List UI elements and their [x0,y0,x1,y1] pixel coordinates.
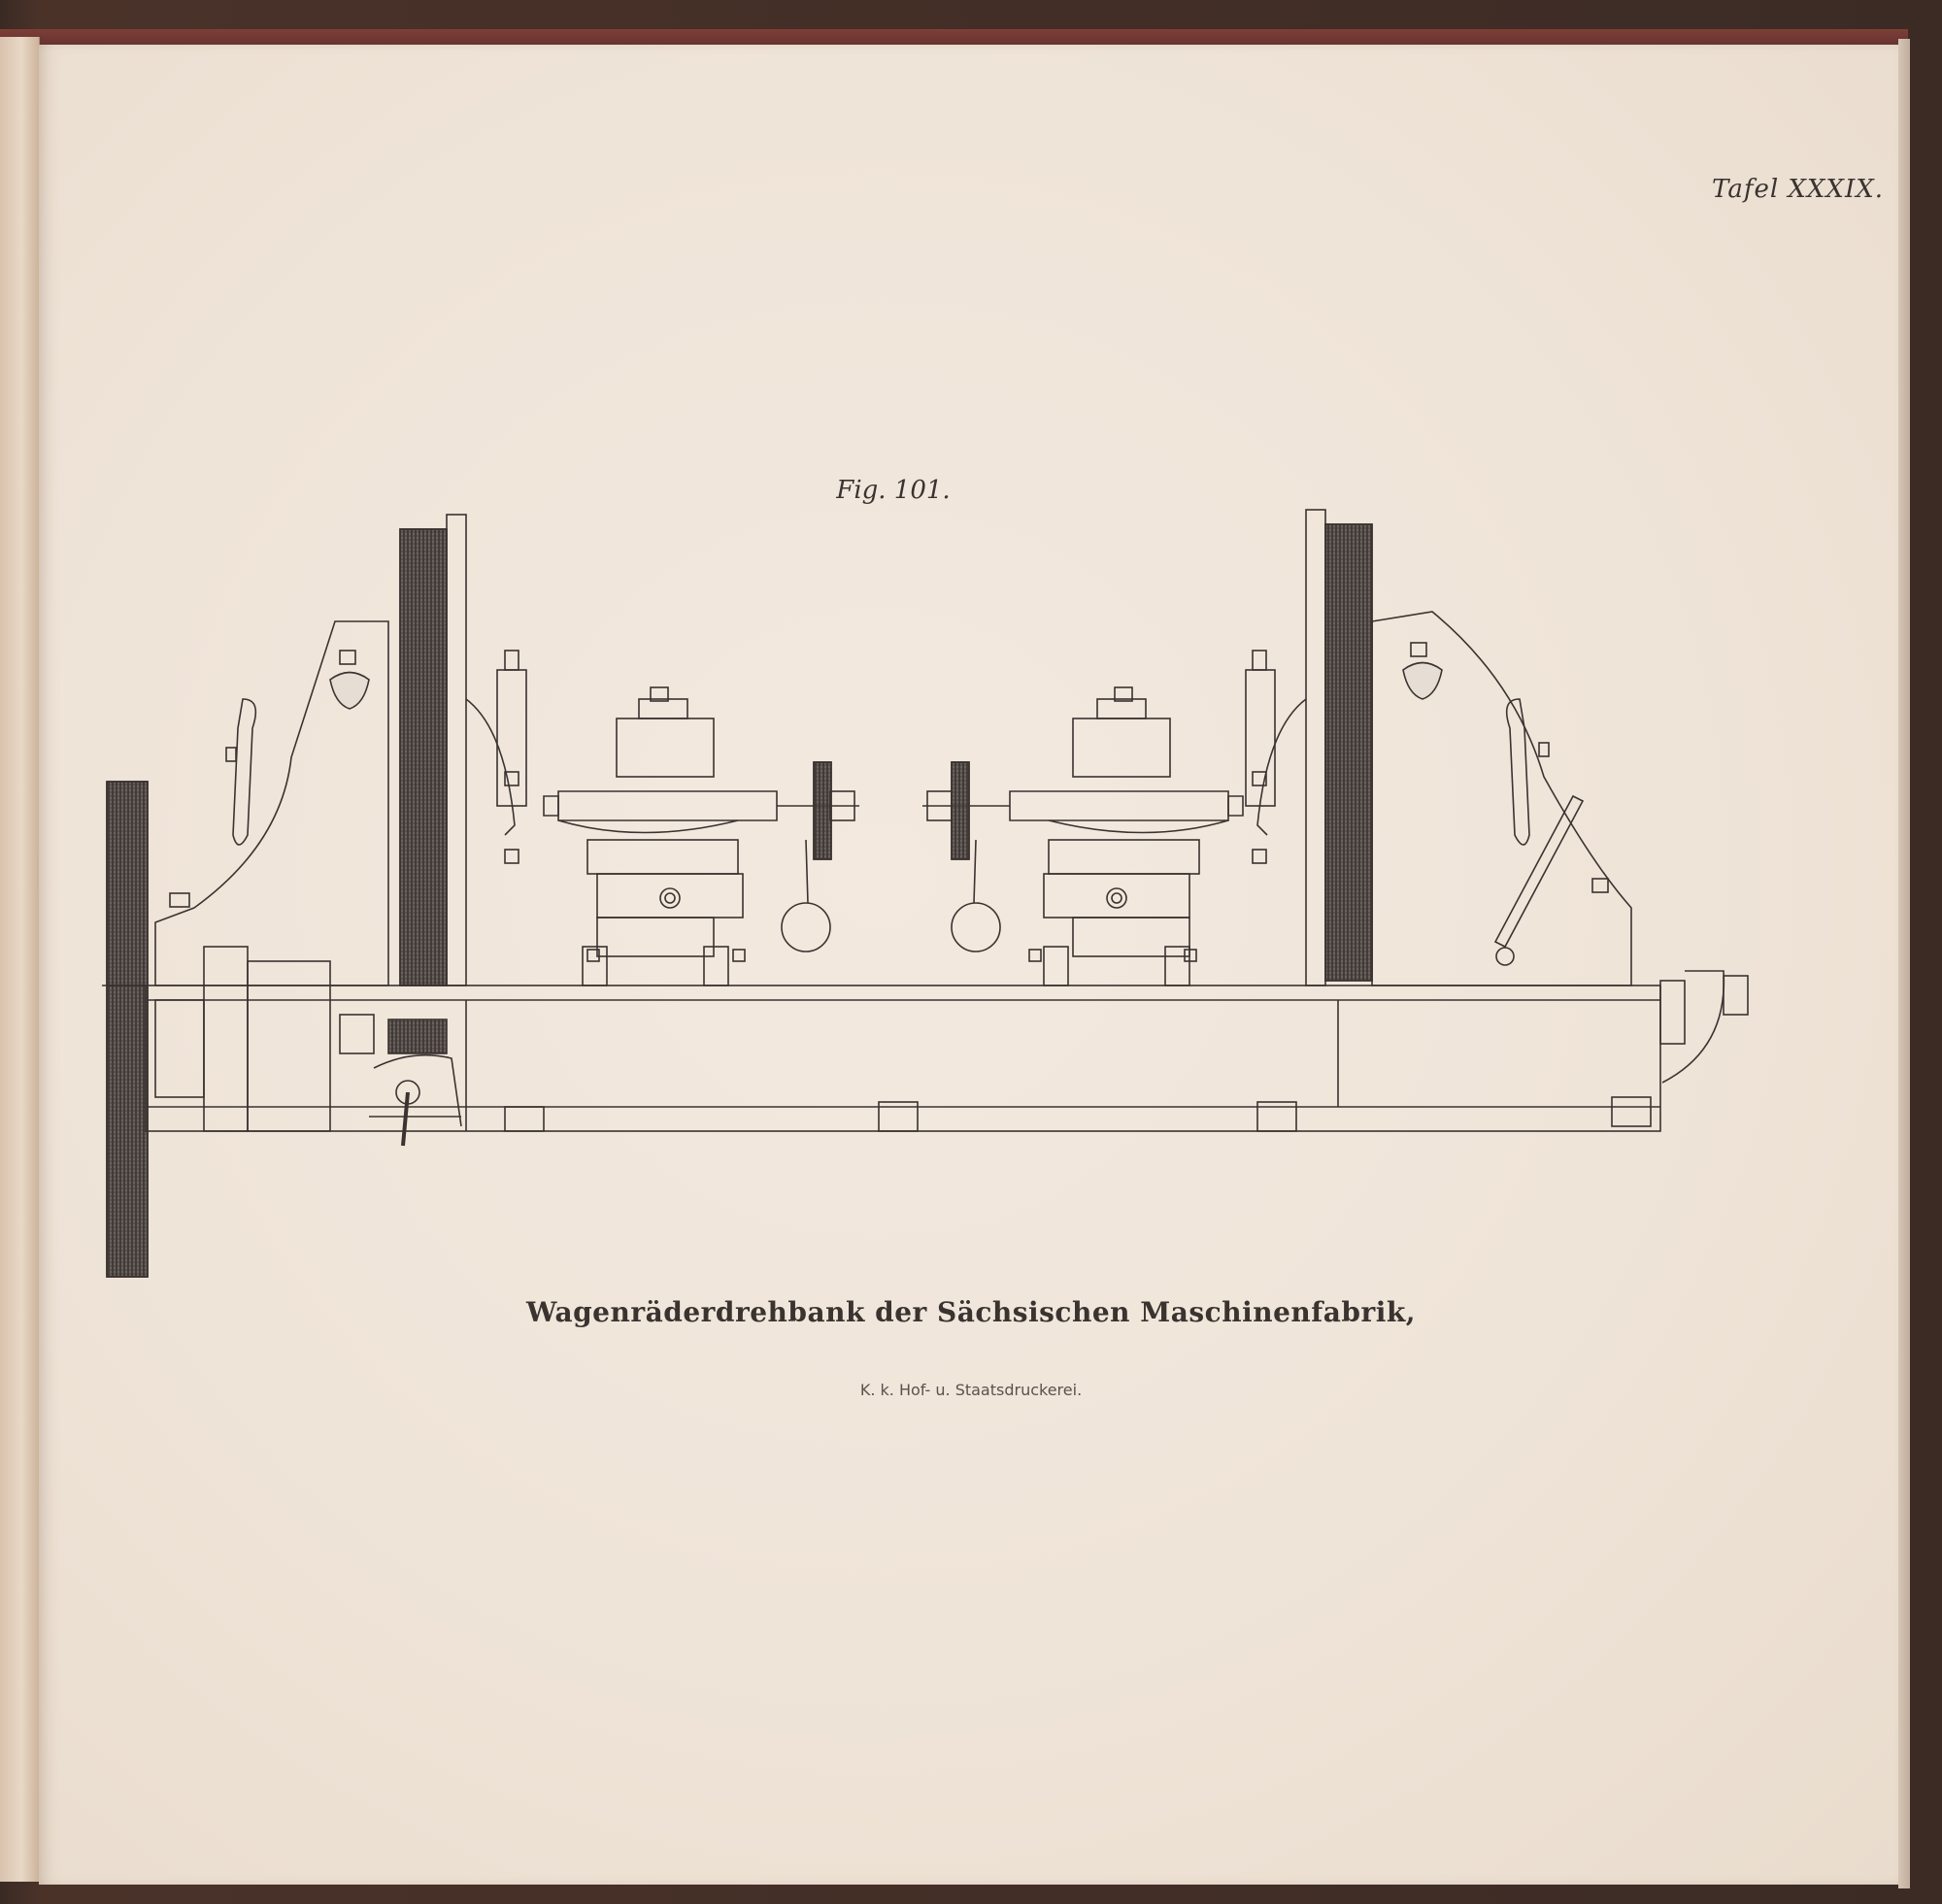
right-tailstock-end [1659,970,1749,1084]
right-center-gear [922,761,1010,952]
right-faceplate [1305,509,1373,986]
right-tool-post [1245,650,1307,864]
left-gearbox [154,946,462,1147]
left-drive-gear [106,781,149,1278]
plate-title: Wagenräderdrehbank der Sächsischen Masch… [525,1296,1417,1328]
lathe-bed [102,985,1661,1132]
left-center-gear [777,761,859,952]
left-tool-post [465,650,527,864]
left-faceplate [399,514,467,986]
left-carriage [543,686,778,986]
plate-number: Tafel XXXIX. [1712,175,1884,204]
right-headstock [1371,611,1632,986]
right-carriage [1009,686,1244,986]
left-headstock [154,620,389,986]
page-fore-edge [1898,39,1910,1888]
plate-page [39,45,1905,1885]
left-page-edge [0,37,40,1882]
figure-label: Fig. 101. [836,476,951,505]
printer-credit: K. k. Hof- u. Staatsdruckerei. [859,1381,1083,1399]
